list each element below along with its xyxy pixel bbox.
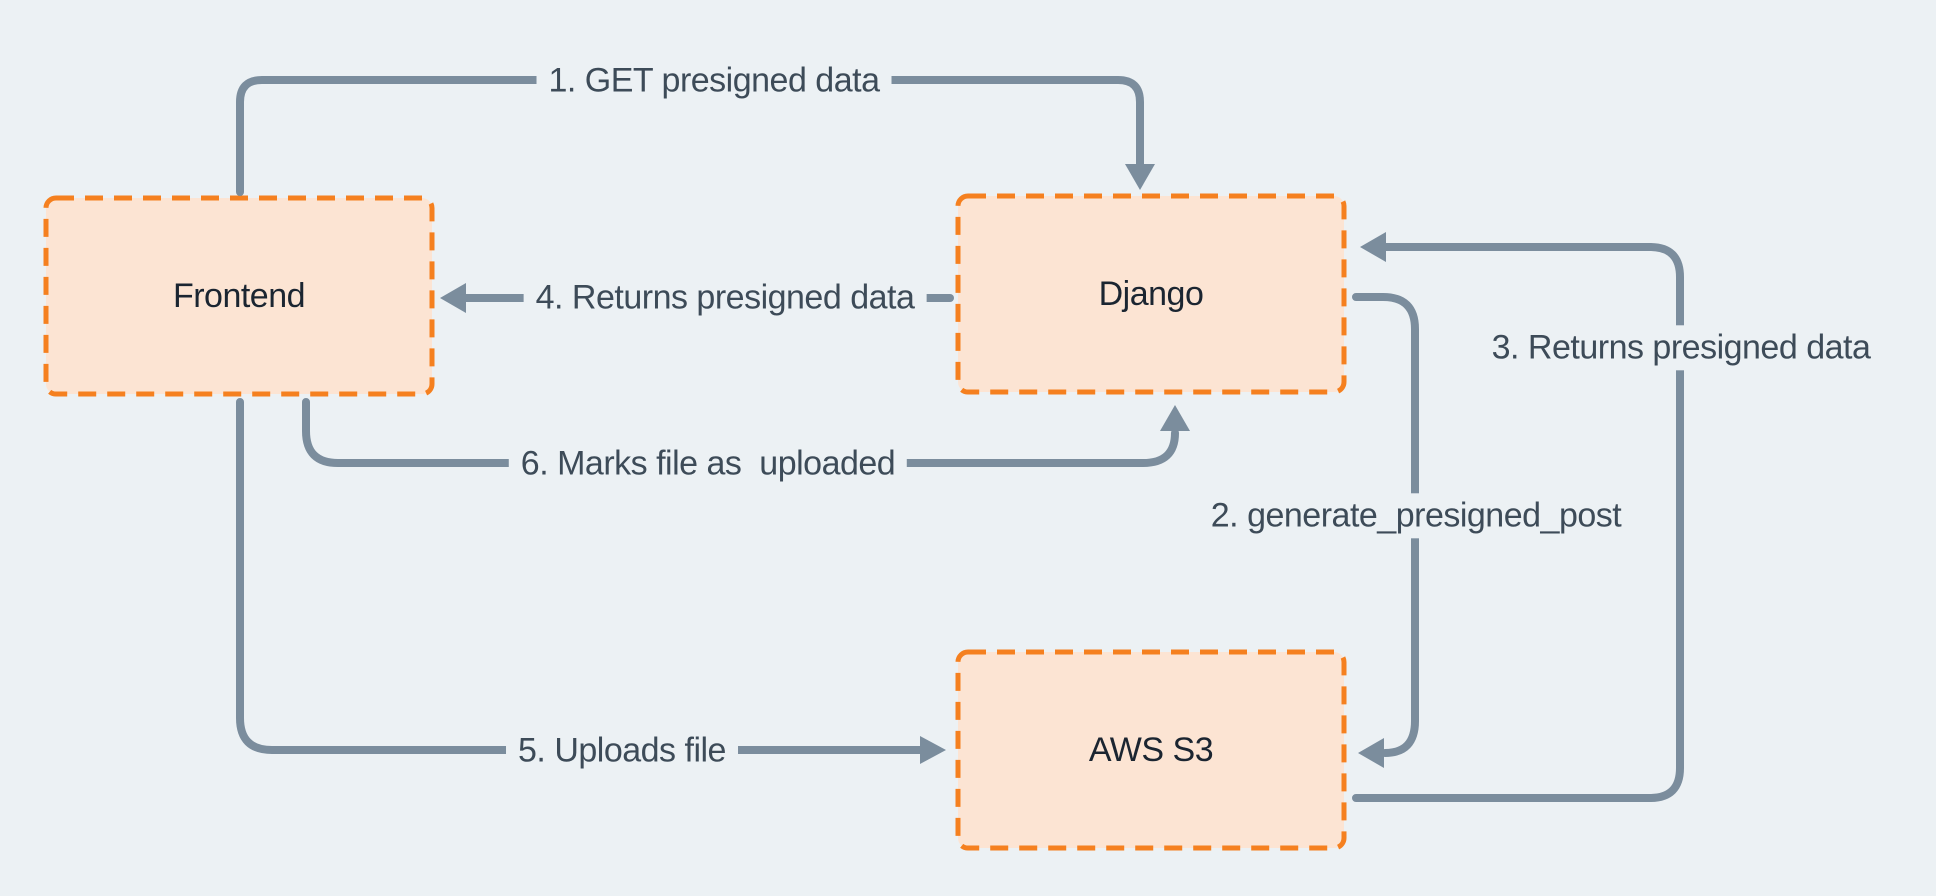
node-frontend-label: Frontend bbox=[172, 276, 306, 315]
edge-label-6: 6. Marks file as uploaded bbox=[508, 441, 908, 487]
node-aws-s3-label: AWS S3 bbox=[1088, 730, 1214, 769]
edge-label-4: 4. Returns presigned data bbox=[523, 275, 927, 321]
node-aws-s3: AWS S3 bbox=[958, 652, 1344, 848]
edge-label-5: 5. Uploads file bbox=[506, 728, 738, 774]
edge-1-arrowhead-icon bbox=[1125, 164, 1155, 190]
edge-2-arrowhead-icon bbox=[1358, 738, 1384, 768]
node-aws-s3-box bbox=[955, 649, 1347, 851]
node-frontend: Frontend bbox=[46, 198, 432, 394]
edge-2-line bbox=[1352, 293, 1419, 757]
edge-3-arrowhead-icon bbox=[1360, 232, 1386, 262]
node-django: Django bbox=[958, 196, 1344, 392]
edge-6-line bbox=[302, 398, 1179, 467]
edge-label-3: 3. Returns presigned data bbox=[1479, 325, 1883, 371]
edge-4-arrowhead-icon bbox=[440, 283, 466, 313]
edge-label-1: 1. GET presigned data bbox=[536, 58, 892, 104]
edge-5-line bbox=[236, 398, 926, 754]
edge-label-2: 2. generate_presigned_post bbox=[1198, 493, 1634, 539]
node-frontend-box bbox=[43, 195, 435, 397]
node-django-label: Django bbox=[1098, 274, 1204, 313]
edge-3-line bbox=[1352, 243, 1684, 802]
edge-6-arrowhead-icon bbox=[1160, 405, 1190, 431]
node-django-box bbox=[955, 193, 1347, 395]
edge-5-arrowhead-icon bbox=[920, 736, 946, 764]
